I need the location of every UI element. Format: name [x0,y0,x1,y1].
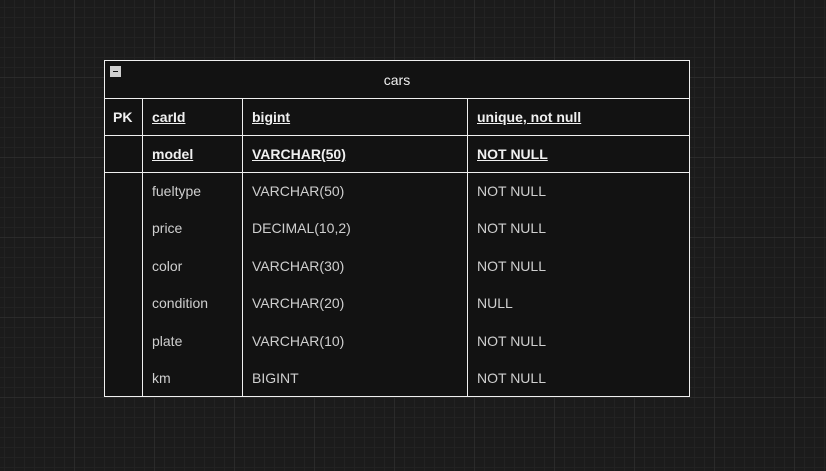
column-type[interactable]: VARCHAR(50) [252,183,345,199]
column-constraint[interactable]: NOT NULL [477,370,546,386]
entity-table-cars[interactable]: cars PK carId bigint unique, not null mo… [104,60,690,397]
column-type[interactable]: VARCHAR(30) [252,258,345,274]
row-divider [105,172,689,173]
column-name[interactable]: km [152,370,171,386]
column-constraint[interactable]: NOT NULL [477,220,546,236]
column-name[interactable]: model [152,146,194,162]
column-type[interactable]: VARCHAR(50) [252,146,346,162]
column-constraint[interactable]: NOT NULL [477,333,546,349]
column-type[interactable]: DECIMAL(10,2) [252,220,351,236]
column-name[interactable]: fueltype [152,183,202,199]
entity-title: cars [105,61,689,99]
column-divider [242,98,243,396]
column-name[interactable]: price [152,220,183,236]
row-divider [105,135,689,136]
column-constraint[interactable]: NOT NULL [477,183,546,199]
column-type[interactable]: VARCHAR(20) [252,295,345,311]
column-name[interactable]: plate [152,333,183,349]
column-divider [142,98,143,396]
column-name[interactable]: carId [152,109,186,125]
column-type[interactable]: VARCHAR(10) [252,333,345,349]
column-constraint[interactable]: NOT NULL [477,146,548,162]
pk-label: PK [113,109,133,125]
column-type[interactable]: BIGINT [252,370,299,386]
column-constraint[interactable]: NULL [477,295,513,311]
column-constraint[interactable]: NOT NULL [477,258,546,274]
column-type[interactable]: bigint [252,109,291,125]
column-constraint[interactable]: unique, not null [477,109,582,125]
collapse-icon[interactable] [110,66,121,77]
column-name[interactable]: condition [152,295,209,311]
column-divider [467,98,468,396]
column-name[interactable]: color [152,258,183,274]
